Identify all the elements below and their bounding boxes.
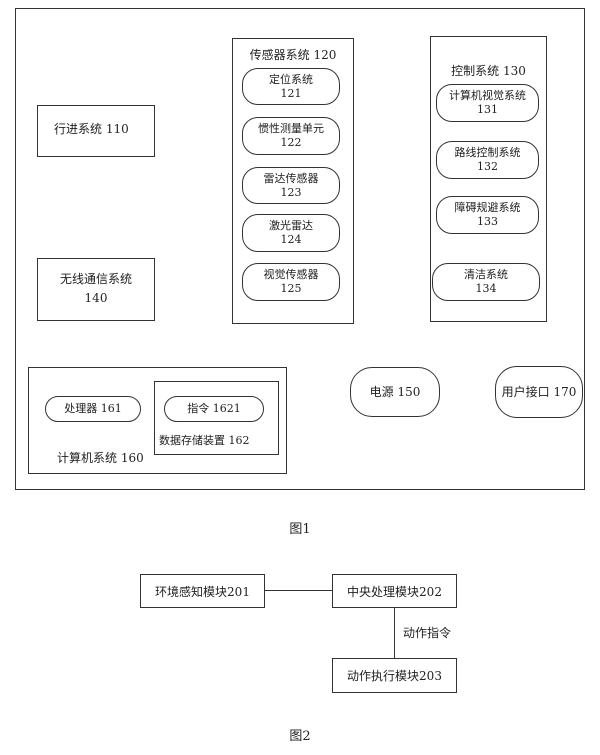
user-interface-label: 用户接口 170 [501,385,577,399]
wireless-system-number: 140 [84,291,108,305]
instruction-label: 指令 1621 [187,402,241,415]
data-storage-box [154,381,279,455]
wireless-system-box [37,258,155,321]
connector-central-exec [394,608,395,658]
cleaning-system-name: 清洁系统 [464,268,508,281]
figure2-caption: 图2 [289,729,311,744]
positioning-system-pill: 定位系统 121 [242,68,340,105]
positioning-system-number: 121 [280,86,302,100]
vision-sensor-pill: 视觉传感器 125 [242,263,340,301]
obstacle-avoidance-pill: 障碍规避系统 133 [436,196,539,234]
action-execution-label: 动作执行模块203 [347,669,442,683]
travel-system-label: 行进系统 110 [54,122,129,136]
power-pill: 电源 150 [350,367,440,417]
processor-label: 处理器 161 [64,402,122,415]
computer-vision-name: 计算机视觉系统 [449,89,526,102]
connector-env-central [265,590,332,591]
env-perception-module: 环境感知模块201 [140,574,265,608]
lidar-name: 激光雷达 [269,219,313,232]
power-label: 电源 150 [369,385,421,399]
control-system-box [430,36,547,322]
computer-system-box [28,367,287,474]
env-perception-label: 环境感知模块201 [155,584,250,599]
route-control-pill: 路线控制系统 132 [436,141,539,179]
imu-name: 惯性测量单元 [258,122,324,135]
radar-sensor-number: 123 [280,185,302,199]
central-processing-module: 中央处理模块202 [332,574,457,608]
control-system-title: 控制系统 130 [451,64,526,78]
computer-vision-pill: 计算机视觉系统 131 [436,84,539,122]
computer-vision-number: 131 [477,103,498,116]
route-control-number: 132 [477,160,498,173]
radar-sensor-name: 雷达传感器 [263,171,319,185]
sensor-system-title: 传感器系统 120 [249,48,337,62]
cleaning-system-number: 134 [475,282,497,295]
instruction-pill: 指令 1621 [164,396,264,422]
wireless-system-label: 无线通信系统 140 [37,272,155,306]
central-processing-label: 中央处理模块202 [347,584,442,599]
wireless-system-name: 无线通信系统 [59,272,132,286]
route-control-name: 路线控制系统 [454,146,521,159]
sensor-system-box [232,38,354,324]
lidar-pill: 激光雷达 124 [242,214,340,252]
computer-system-label: 计算机系统 160 [57,451,144,465]
imu-pill: 惯性测量单元 122 [242,117,340,155]
cleaning-system-pill: 清洁系统 134 [432,263,540,301]
vision-sensor-number: 125 [280,282,302,295]
positioning-system-name: 定位系统 [269,72,313,86]
user-interface-pill: 用户接口 170 [495,366,583,418]
action-execution-module: 动作执行模块203 [332,658,457,693]
figure1-frame [15,8,585,490]
vision-sensor-name: 视觉传感器 [263,268,319,281]
figure1-caption: 图1 [289,522,311,537]
obstacle-avoidance-name: 障碍规避系统 [454,201,521,214]
action-command-label: 动作指令 [403,626,452,640]
imu-number: 122 [280,136,302,149]
obstacle-avoidance-number: 133 [477,215,498,228]
radar-sensor-pill: 雷达传感器 123 [242,167,340,204]
processor-pill: 处理器 161 [45,396,141,422]
data-storage-label: 数据存储装置 162 [159,434,250,447]
lidar-number: 124 [280,233,302,246]
travel-system-box [37,105,155,157]
